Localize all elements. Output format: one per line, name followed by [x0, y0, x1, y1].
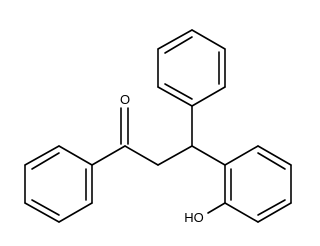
hydroxyl-label: HO [184, 210, 204, 225]
phenyl-ring-left [24, 145, 93, 223]
hydroxyphenyl-ring [191, 145, 292, 223]
ketone-chain [91, 107, 193, 166]
phenyl-ring-top [157, 29, 226, 147]
carbonyl-oxygen-label: O [120, 92, 130, 107]
